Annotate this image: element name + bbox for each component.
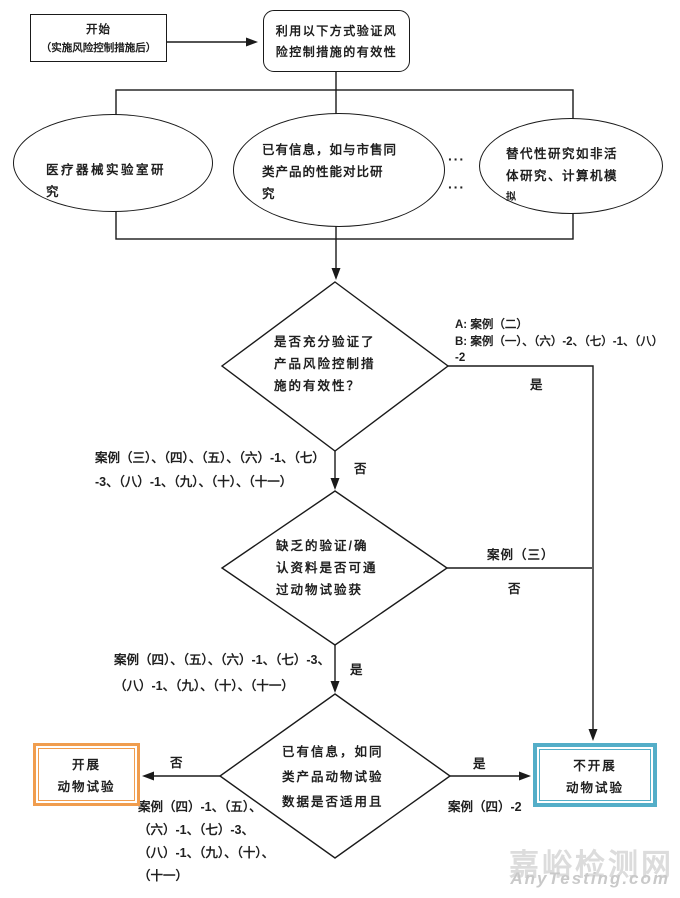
lab-study-line1: 医疗器械实验室研 [46,163,167,177]
d1-no-cases-line2: -3、（八）-1、（九）、（十）、（十一） [95,475,293,489]
no-conduct-testing-inner: 不开展 动物试验 [539,749,651,801]
arrowhead-down-icon [330,478,340,490]
d1-yes-cases-line3: -2 [455,352,466,364]
verify-line1: 利用以下方式验证风 [275,24,398,38]
d1-yes-label: 是 [530,378,543,392]
arrowhead-down-icon [330,681,340,693]
d2-yes-cases-line1: 案例（四）、（五）、（六）-1、（七）-3、 [114,653,330,667]
diamond3-line3: 数据是否适用且 [282,795,384,809]
diamond2-text: 缺乏的验证/确 认资料是否可通 过动物试验获 [276,535,378,601]
d1-no-label: 否 [354,462,367,476]
alt-study-line3: 拟 [506,192,518,203]
no-conduct-line1: 不开展 [573,758,617,773]
diamond3-line1: 已有信息，如同 [282,745,384,759]
start-subtitle: （实施风险控制措施后） [40,42,157,54]
arrowhead-right-icon [246,37,258,47]
d3-yes-label: 是 [473,757,486,771]
diamond2-line1: 缺乏的验证/确 [276,539,369,553]
watermark-cn: 嘉峪检测网 [509,849,674,882]
diamond3-text: 已有信息，如同 类产品动物试验 数据是否适用且 [282,740,384,815]
alt-study-line2: 体研究、计算机模 [506,169,619,183]
line-d1-yes-branch [448,365,594,734]
conduct-testing-inner: 开展 动物试验 [38,748,135,801]
existing-info-line1: 已有信息，如与市售同 [262,143,398,157]
arrowhead-down-icon [588,729,598,741]
diamond3-line2: 类产品动物试验 [282,770,384,784]
d2-no-label: 否 [508,582,521,596]
d1-yes-cases-line1: A: 案例（二） [455,319,528,331]
arrowheads [142,37,598,781]
d1-no-cases-line1: 案例（三）、（四）、（五）、（六）-1、（七） [95,451,325,465]
d2-yes-cases-line2: （八）-1、（九）、（十）、（十一） [114,679,294,693]
arrowhead-right-icon [519,771,531,781]
alt-study-text: 替代性研究如非活 体研究、计算机模 拟 [506,143,618,209]
d3-no-cases: 案例（四）-1、（五）、 （六）-1、（七）-3、 （八）-1、（九）、（十）、… [138,796,274,888]
existing-info-line3: 究 [262,187,276,201]
diamond2-line3: 过动物试验获 [276,583,364,597]
diamond2-line2: 认资料是否可通 [276,561,378,575]
watermark-en: AnyTesting.com [510,869,670,888]
diamond1-line3: 施的有效性？ [274,379,362,393]
diamond1-line1: 是否充分验证了 [274,335,376,349]
diamond1-text: 是否充分验证了 产品风险控制措 施的有效性？ [274,331,376,397]
conduct-testing-node: 开展 动物试验 [33,743,140,806]
d3-no-label: 否 [170,756,183,770]
ellipse-lab-study [13,114,213,212]
d3-no-cases-line4: （十一） [138,869,189,883]
lab-study-text: 医疗器械实验室研 究 [46,159,166,203]
ellipse-existing-info [233,113,445,227]
d1-no-cases: 案例（三）、（四）、（五）、（六）-1、（七） -3、（八）-1、（九）、（十）… [95,446,325,494]
no-conduct-testing-node: 不开展 动物试验 [533,743,657,807]
ellipse-alt-study [479,118,663,214]
lab-study-line2: 究 [46,185,62,199]
d3-yes-case: 案例（四）-2 [448,800,522,814]
d3-no-cases-line3: （八）-1、（九）、（十）、 [138,846,275,860]
verify-methods-node: 利用以下方式验证风 险控制措施的有效性 [263,10,410,72]
verify-line2: 险控制措施的有效性 [275,45,398,59]
no-conduct-line2: 动物试验 [565,780,624,795]
arrowhead-down-icon [331,268,341,280]
d1-yes-cases-line2: B: 案例（一）、（六）-2、（七）-1、（八） [455,335,664,348]
arrowhead-left-icon [142,771,154,781]
ellipsis-row2: ··· [448,179,465,195]
d2-no-case: 案例（三） [487,548,555,562]
ellipsis-row1: ··· [448,151,465,167]
existing-info-text: 已有信息，如与市售同 类产品的性能对比研 究 [262,139,397,205]
start-title: 开始 [86,24,111,36]
d1-yes-cases: A: 案例（二） B: 案例（一）、（六）-2、（七）-1、（八） -2 [455,317,663,367]
d3-no-cases-line2: （六）-1、（七）-3、 [138,823,254,837]
d3-no-cases-line1: 案例（四）-1、（五）、 [138,800,262,814]
d2-yes-label: 是 [350,663,363,677]
alt-study-line1: 替代性研究如非活 [506,147,619,161]
existing-info-line2: 类产品的性能对比研 [262,165,384,179]
conduct-line1: 开展 [71,758,101,772]
d2-yes-cases: 案例（四）、（五）、（六）-1、（七）-3、 （八）-1、（九）、（十）、（十一… [114,647,330,699]
diamond3-shape [218,693,452,859]
diamond1-line2: 产品风险控制措 [274,357,376,371]
start-node: 开始 （实施风险控制措施后） [30,14,167,62]
conduct-line2: 动物试验 [57,780,116,794]
